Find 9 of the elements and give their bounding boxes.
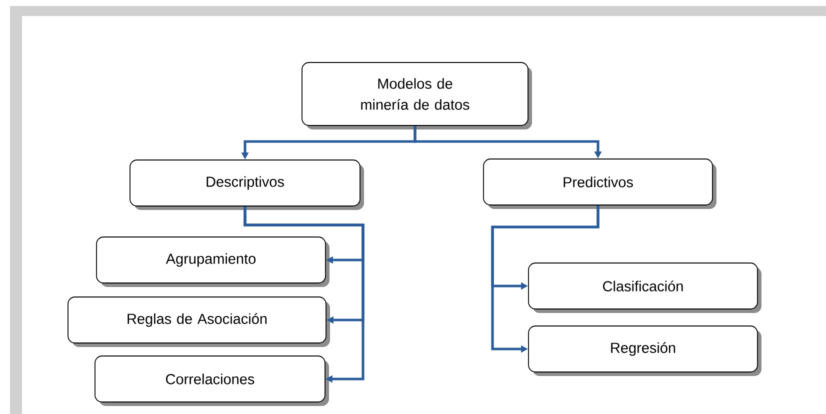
process-box: Predictivos xyxy=(483,158,716,209)
process-box: Descriptivos xyxy=(130,160,364,210)
process-box: Reglas de Asociación xyxy=(68,296,330,347)
process-box: Clasificación xyxy=(528,262,762,313)
process-box: Regresión xyxy=(528,326,762,376)
process-box: Modelos de minería de datos xyxy=(302,62,532,130)
connector-arrow xyxy=(244,206,364,383)
process-box: Agrupamiento xyxy=(96,236,330,287)
process-box: Correlaciones xyxy=(94,356,329,406)
